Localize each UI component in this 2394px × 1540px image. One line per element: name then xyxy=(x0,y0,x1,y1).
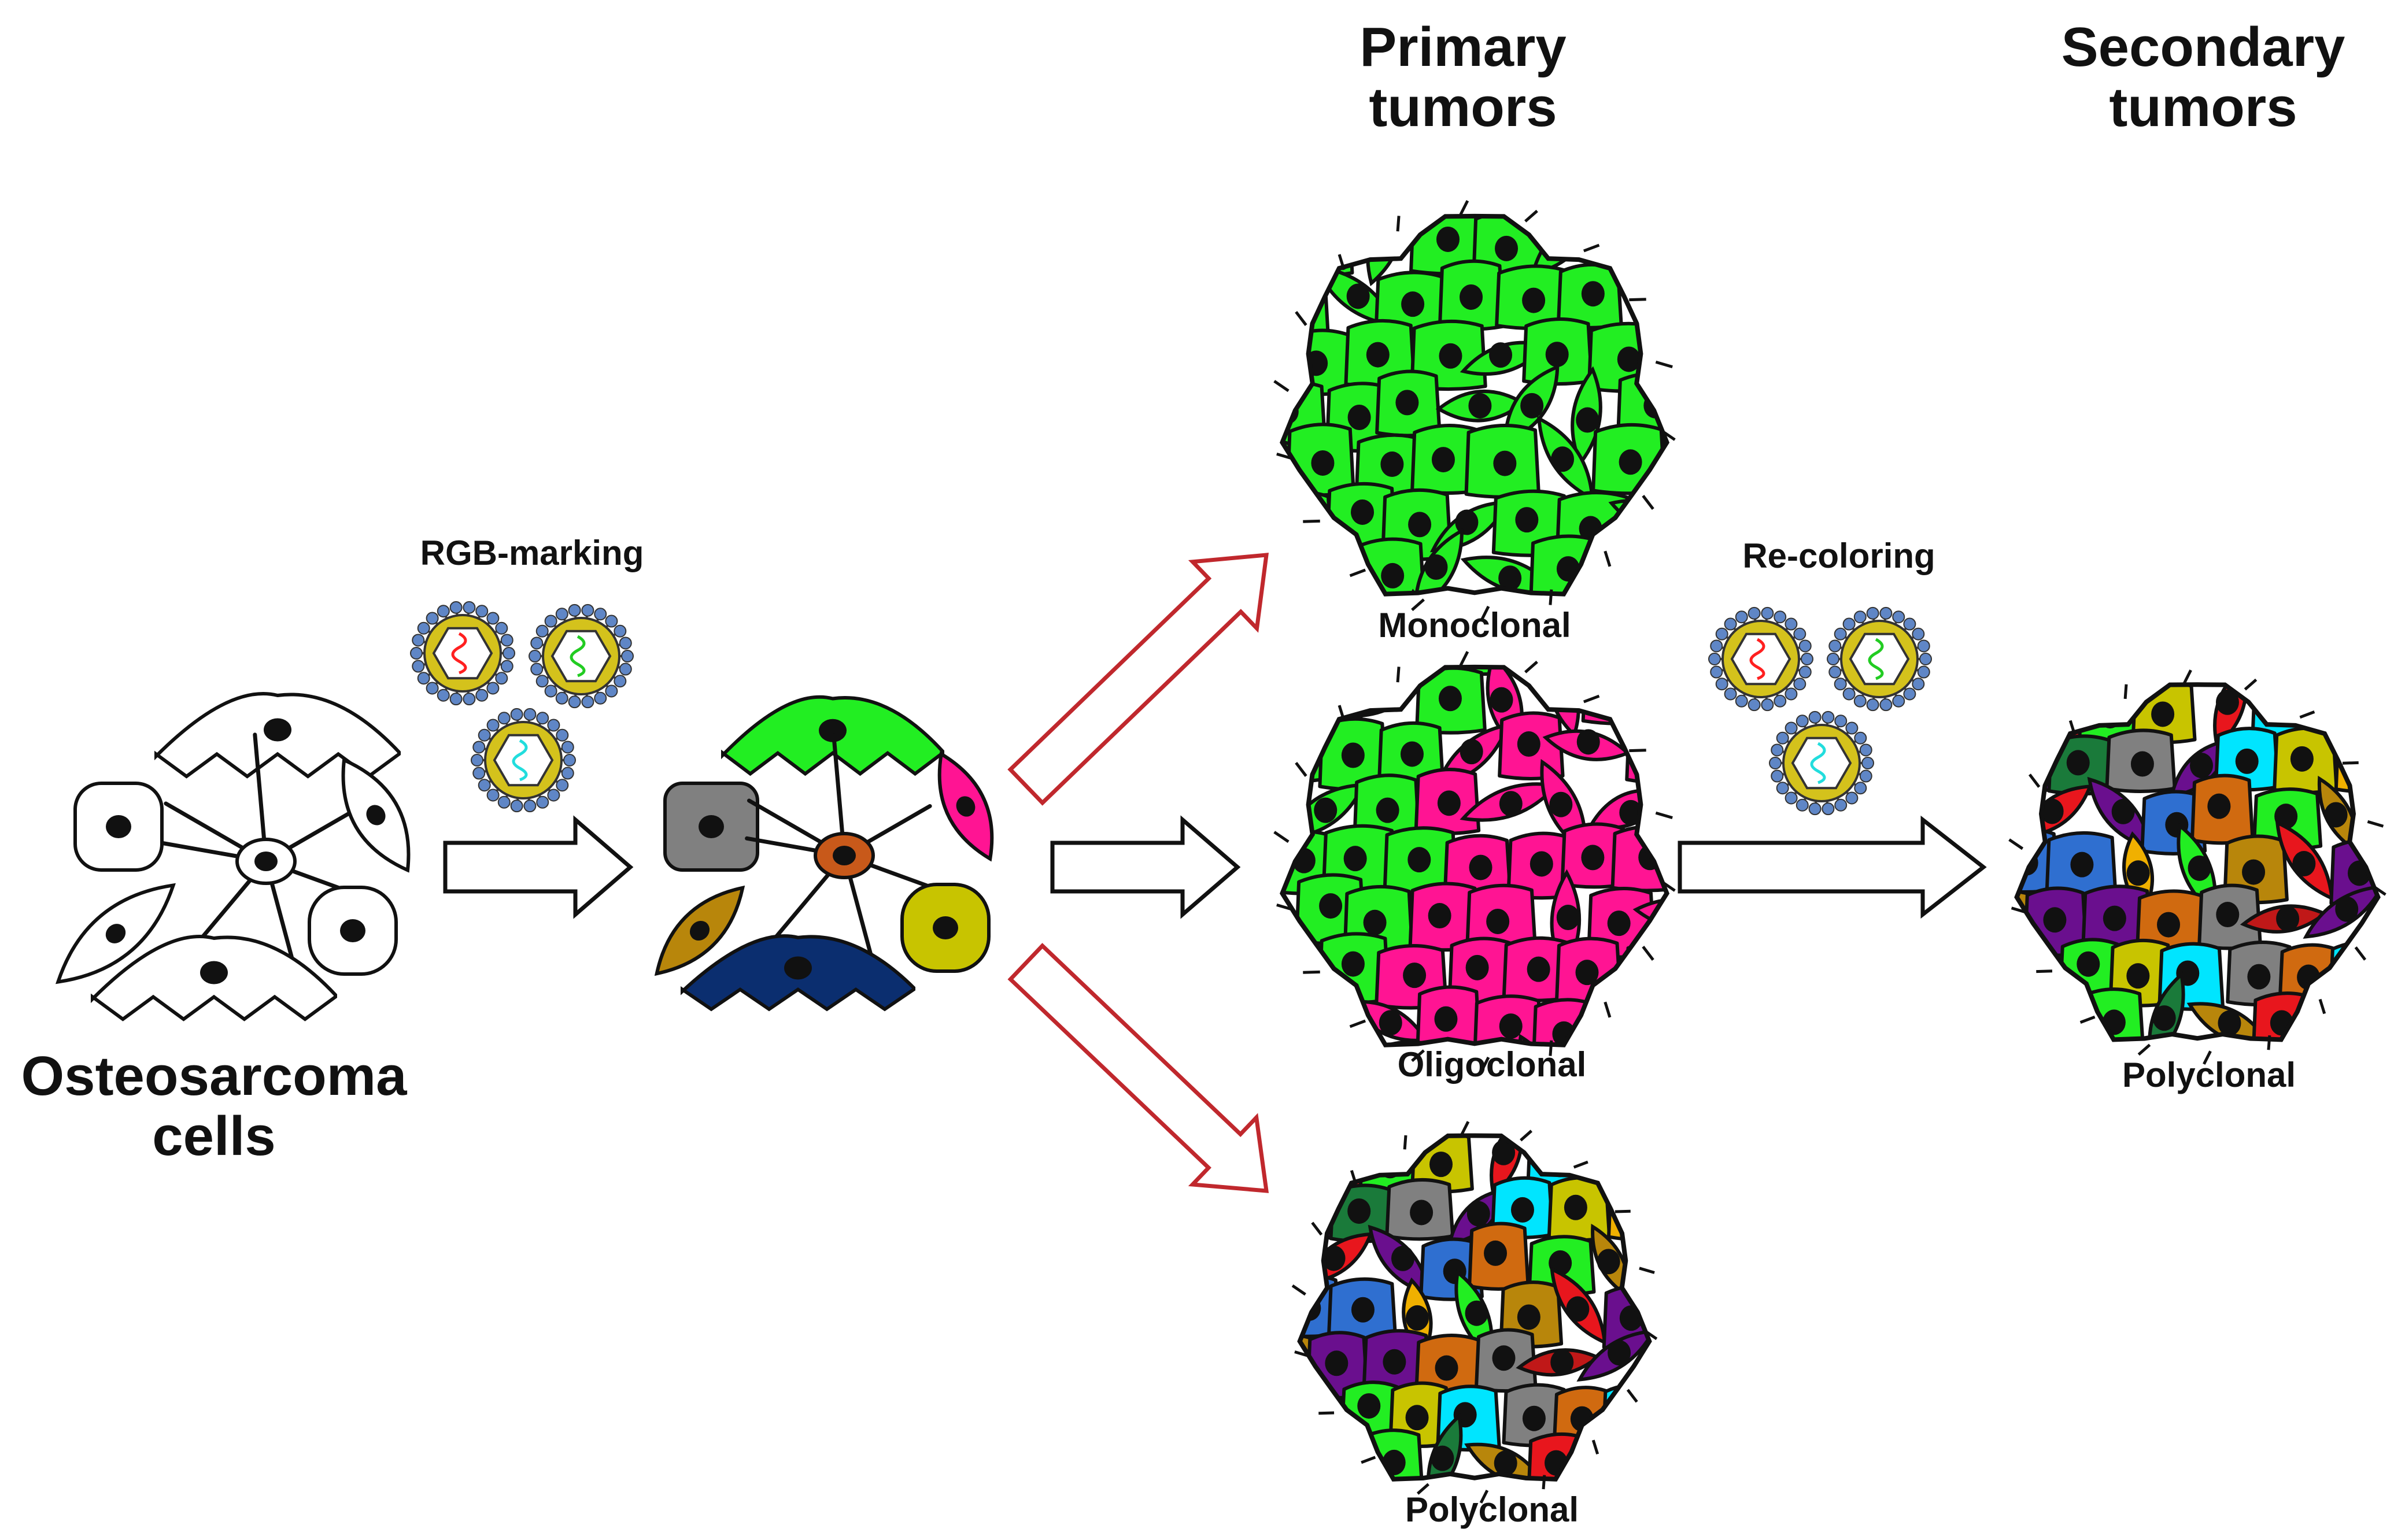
process-arrow-icon xyxy=(1678,815,1987,919)
virus-particle-icon xyxy=(410,601,515,706)
marked-star-cell-orange xyxy=(745,733,955,958)
osteosarcoma-cells-title: Osteosarcoma cells xyxy=(12,1046,416,1166)
tumor-cluster-icon-polyclonal-secondary xyxy=(2008,669,2386,1065)
virus-particle-icon xyxy=(1827,606,1932,712)
virus-particle-icon xyxy=(1708,606,1813,712)
primary-tumors-title: Primary tumors xyxy=(1318,17,1608,137)
process-arrow-icon xyxy=(1007,553,1269,806)
source-star-cell xyxy=(161,732,382,970)
source-title-line1: Osteosarcoma xyxy=(21,1045,407,1107)
secondary-title-line2: tumors xyxy=(2109,76,2297,138)
virus-particle-icon xyxy=(1769,710,1874,816)
secondary-title-line1: Secondary xyxy=(2061,16,2345,78)
primary-title-line1: Primary xyxy=(1359,16,1567,78)
tumor-cluster-icon-polyclonal-primary xyxy=(1291,1121,1658,1504)
virus-particle-icon xyxy=(529,604,634,709)
polyclonal-primary-label: Polyclonal xyxy=(1405,1490,1579,1529)
oligoclonal-label: Oligoclonal xyxy=(1397,1045,1587,1084)
source-round-cell-left xyxy=(73,782,164,872)
marked-spiky-cell-blue xyxy=(681,934,915,1012)
polyclonal-secondary-label: Polyclonal xyxy=(2122,1056,2296,1094)
recoloring-label: Re-coloring xyxy=(1742,536,1935,575)
process-arrow-icon xyxy=(443,815,634,919)
tumor-cluster-icon-monoclonal xyxy=(1273,200,1676,621)
source-spindle-right xyxy=(341,757,411,873)
virus-particle-icon xyxy=(471,708,576,813)
marked-spindle-brown xyxy=(654,885,745,976)
process-arrow-icon xyxy=(1050,815,1241,919)
rgb-marking-label: RGB-marking xyxy=(420,534,644,572)
marked-spindle-pink xyxy=(937,751,994,862)
source-spiky-cell-top xyxy=(154,692,401,779)
marked-round-cell-yellow xyxy=(900,883,991,973)
source-title-line2: cells xyxy=(152,1105,276,1167)
primary-title-line2: tumors xyxy=(1369,76,1557,138)
secondary-tumors-title: Secondary tumors xyxy=(2035,17,2371,137)
monoclonal-label: Monoclonal xyxy=(1378,606,1571,645)
marked-round-cell-gray xyxy=(663,782,759,872)
source-round-cell-right xyxy=(308,886,398,976)
process-arrow-icon xyxy=(1007,943,1269,1193)
source-spindle-left xyxy=(56,883,176,984)
source-spiky-cell-bottom xyxy=(91,935,337,1021)
